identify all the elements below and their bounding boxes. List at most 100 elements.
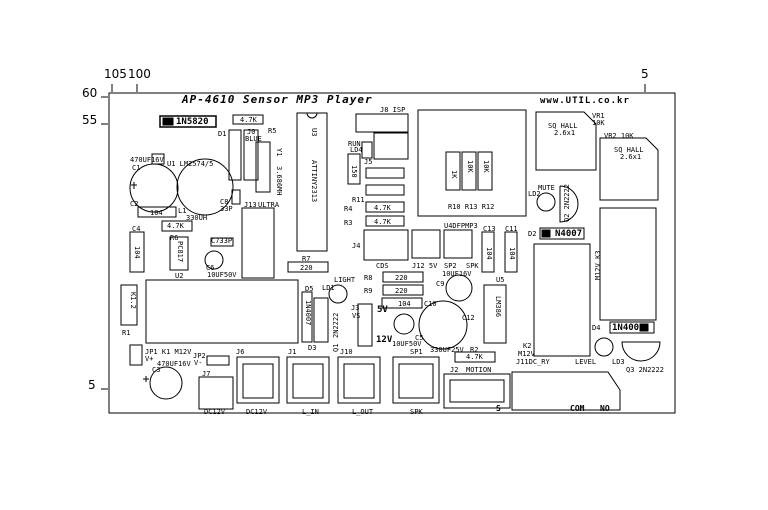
label-sp1: SP1 [410,348,423,356]
board-outline [108,92,676,414]
dim-label-5-top: 5 [641,67,649,81]
label-r8: R8 [364,274,373,282]
label-r5-value: 4.7K [240,116,257,124]
dim-label-55: 55 [82,113,98,127]
label-c10: C10 [424,300,437,308]
label-d4-type: 1N4007 [612,323,645,333]
label-jp1-vplus: V+ [145,355,154,363]
label-vr1-value: 10K [592,119,605,127]
label-j1: J1 [288,348,297,356]
label-r13-value: 10K [466,160,474,173]
label-c2: C2 [130,200,139,208]
label-r11: R11 [352,196,365,204]
dim-label-60: 60 [82,86,98,100]
label-l1: L1 [178,207,187,215]
label-ld1: LD1 [322,284,335,292]
label-vr2: VR2 10K [604,132,634,140]
label-c5-value: 10UF50V [392,340,422,348]
label-r6: R6 [170,234,179,242]
label-level: LEVEL [575,358,597,366]
label-j0: J0 [247,128,256,136]
label-c13: C13 [483,225,496,233]
label-mute: MUTE [538,184,555,192]
label-k2-value: M12V [518,350,535,358]
label-c11: C11 [505,225,518,233]
label-r1: R1 [122,329,131,337]
label-y1: Y1 [275,148,283,157]
label-r4-value: 4.7K [374,204,391,212]
label-j5: J5 [364,158,373,166]
label-c9: C9 [436,280,445,288]
label-run: RUN [348,140,361,148]
label-u2: U2 [175,272,184,280]
label-j11: J11DC_RY [516,358,550,366]
label-jp2-vminus: V- [194,359,203,367]
label-sq-hall-1: SQ HALL [548,122,578,130]
label-u3: U3 [310,128,318,137]
label-c733p: C733P [211,237,233,245]
label-c5: C5 [415,334,424,342]
label-d3-type: 1N4007 [304,300,312,326]
label-j10: J10 [340,348,353,356]
label-l1-value: 330UH [186,214,208,222]
board-title: AP-4610 Sensor MP3 Player [182,93,373,106]
label-cds: CDS [376,262,389,270]
pin-label-dc12v-1: DC12V [204,408,226,416]
label-c9-value: 10UF16V [442,270,472,278]
label-r3-value: 4.7K [374,218,391,226]
label-q1: Q1 [332,343,340,352]
label-c11-value: 104 [508,247,516,260]
label-vs: VS [352,312,361,320]
label-5v: 5V [377,305,388,315]
label-r9-value: 220 [395,287,408,295]
label-ld1-type: LIGHT [334,276,356,284]
label-ld4: LD4 [350,146,363,154]
label-sq-hall-2-size: 2.6x1 [620,153,642,161]
pin-label-dc12v-2: DC12V [246,408,268,416]
pin-label-s: S [496,404,501,413]
label-j13: J13 [244,201,257,209]
label-r7-value: 220 [300,264,313,272]
label-d4: D4 [592,324,601,332]
label-r12-value: 10K [482,160,490,173]
label-pc817: PC817 [176,241,184,263]
pin-label-spk: SPK [410,408,423,416]
label-r7: R7 [302,255,311,263]
label-c13-value: 104 [485,247,493,260]
pin-label-com: COM [570,404,585,413]
pin-label-no: NO [600,404,610,413]
label-c12: C12 [462,314,475,322]
pin-label-l-out: L_OUT [352,408,374,416]
label-d3: D3 [308,344,317,352]
label-c2-value: 104 [150,209,163,217]
label-c8: C8 [220,198,229,206]
label-c8-value: 33P [220,205,233,213]
label-sp2-type: SPK [466,262,479,270]
label-c12-value: 330UF25V [430,346,464,354]
label-j7: J7 [202,370,211,378]
label-j6: J6 [236,348,245,356]
label-u1: U1 LM2574/5 [167,160,214,168]
label-attiny: ATTINY2313 [310,160,318,203]
board-url: www.UTIL.co.kr [540,96,630,106]
dim-label-5-bottom: 5 [88,378,96,392]
label-j12: J12 5V [412,262,438,270]
label-y1-value: 3.686MH [275,166,283,196]
label-sq-hall-2: SQ HALL [614,146,644,154]
label-vr1: VR1 [592,112,605,120]
label-c4-value: 104 [133,246,141,259]
label-j4: J4 [352,242,361,250]
label-r2-value: 4.7K [466,353,483,361]
label-r5: R5 [268,127,277,135]
pin-label-l-in: L_IN [302,408,319,416]
label-k3: M12V K3 [594,250,602,280]
label-j3: J3 [351,304,360,312]
dim-label-100: 100 [128,67,151,81]
label-c6-value: 10UF50V [207,271,237,279]
label-1n5820: 1N5820 [176,117,209,127]
label-q3: Q3 2N2222 [626,366,664,374]
label-k2: K2 [523,342,532,350]
label-r10-r13-r12: R10 R13 R12 [448,203,495,211]
label-j2-type: MOTION [466,366,492,374]
label-sq-hall-1-size: 2.6x1 [554,129,576,137]
